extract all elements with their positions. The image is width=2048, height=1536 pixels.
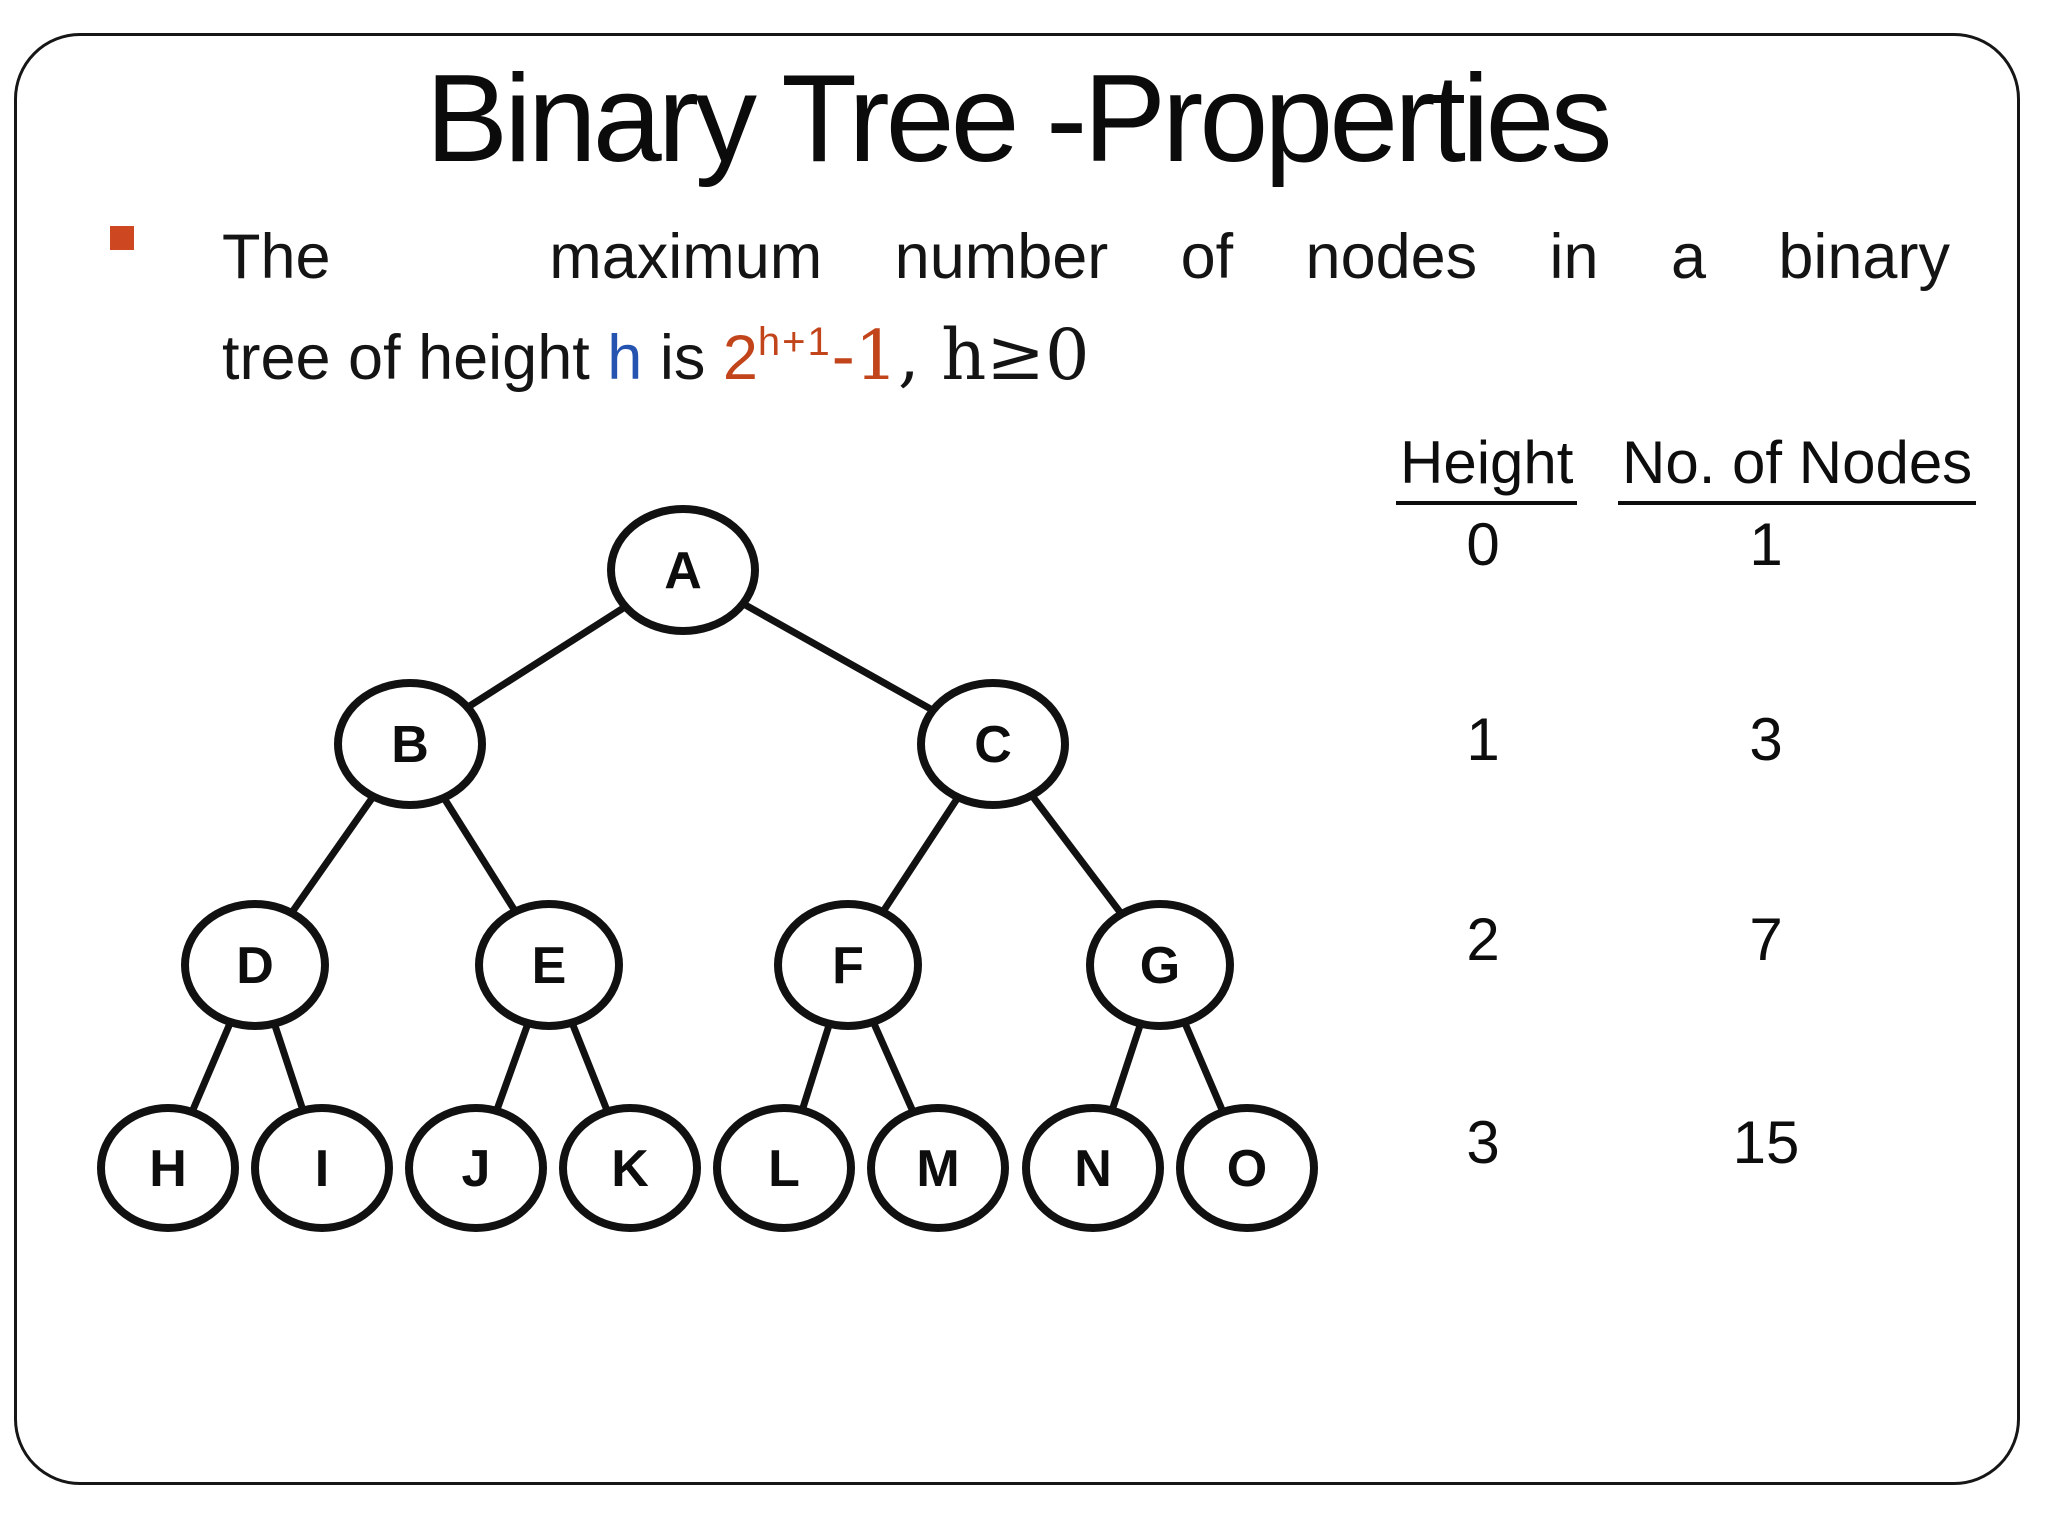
- bullet-paragraph: The maximum number of nodes in a binary …: [222, 208, 1950, 415]
- word: The: [222, 222, 331, 292]
- tree-node-k: K: [559, 1104, 701, 1232]
- tree-node-n: N: [1022, 1104, 1164, 1232]
- tree-node-label-g: G: [1140, 937, 1180, 995]
- tree-node-label-n: N: [1074, 1140, 1112, 1198]
- tree-node-label-o: O: [1227, 1140, 1267, 1198]
- tree-node-label-m: M: [916, 1140, 959, 1198]
- table-cell-nodes-3: 3: [1749, 706, 1783, 773]
- tree-node-circle-i: [251, 1104, 393, 1232]
- table-cell-nodes-7: 7: [1749, 906, 1783, 973]
- tree-node-j: J: [405, 1104, 547, 1232]
- bullet-marker-icon: [110, 226, 134, 250]
- tree-node-b: B: [334, 679, 486, 809]
- table-header-height: Height: [1396, 428, 1578, 505]
- word: of: [1180, 222, 1234, 292]
- tree-node-circle-j: [405, 1104, 547, 1232]
- tree-node-label-c: C: [974, 716, 1012, 774]
- table-cell-nodes-1: 1: [1749, 511, 1783, 578]
- tree-node-label-f: F: [832, 937, 864, 995]
- tree-node-label-h: H: [149, 1140, 187, 1198]
- tree-node-label-d: D: [236, 937, 274, 995]
- tree-node-l: L: [713, 1104, 855, 1232]
- formula-base: 2: [722, 323, 758, 393]
- slide-title: Binary Tree -Properties: [425, 50, 1613, 188]
- table-header-no-of-nodes: No. of Nodes: [1618, 428, 1977, 505]
- table-cell-height-0: 0: [1466, 511, 1500, 578]
- table-cell-height-1: 1: [1466, 706, 1500, 773]
- word: nodes: [1305, 222, 1478, 292]
- word: a: [1670, 222, 1706, 292]
- tree-node-c: C: [917, 679, 1069, 809]
- tree-node-circle-g: [1086, 900, 1234, 1030]
- tree-node-circle-c: [917, 679, 1069, 809]
- tree-node-f: F: [774, 900, 922, 1030]
- tree-node-i: I: [251, 1104, 393, 1232]
- tree-node-circle-a: [607, 505, 759, 635]
- tree-node-circle-n: [1022, 1104, 1164, 1232]
- justify-spacer: [403, 277, 477, 278]
- formula-comma: ,: [897, 317, 942, 396]
- tree-node-g: G: [1086, 900, 1234, 1030]
- tree-node-label-i: I: [315, 1140, 329, 1198]
- word: in: [1549, 222, 1599, 292]
- tree-node-circle-d: [181, 900, 329, 1030]
- formula-condition: h≥0: [941, 314, 1090, 396]
- tree-node-circle-h: [97, 1104, 239, 1232]
- tree-node-circle-b: [334, 679, 486, 809]
- tree-node-label-e: E: [532, 937, 567, 995]
- tree-node-circle-m: [867, 1104, 1009, 1232]
- word: number: [894, 222, 1109, 292]
- tree-node-o: O: [1176, 1104, 1318, 1232]
- tree-node-circle-e: [475, 900, 623, 1030]
- formula-is: is: [642, 323, 723, 393]
- tree-node-e: E: [475, 900, 623, 1030]
- word: maximum: [549, 222, 823, 292]
- tree-node-label-k: K: [611, 1140, 649, 1198]
- tree-node-circle-o: [1176, 1104, 1318, 1232]
- formula-prefix: tree of height: [222, 323, 608, 393]
- height-variable: h: [607, 323, 643, 393]
- tree-node-circle-k: [559, 1104, 701, 1232]
- tree-node-label-l: L: [768, 1140, 800, 1198]
- tree-node-label-b: B: [391, 716, 429, 774]
- formula-exponent: h+1: [757, 320, 832, 364]
- tree-node-a: A: [607, 505, 759, 635]
- table-cell-height-2: 2: [1466, 906, 1500, 973]
- tree-node-circle-l: [713, 1104, 855, 1232]
- bullet-line-2: tree of height h is 2h+1-1, h≥0: [222, 306, 1950, 415]
- tree-node-circle-f: [774, 900, 922, 1030]
- formula-minus-one: -1: [831, 317, 898, 396]
- tree-node-d: D: [181, 900, 329, 1030]
- word: binary: [1778, 222, 1950, 292]
- table-cell-nodes-15: 15: [1732, 1109, 1800, 1176]
- bullet-line-1: The maximum number of nodes in a binary: [222, 208, 1950, 306]
- tree-node-m: M: [867, 1104, 1009, 1232]
- tree-node-label-j: J: [462, 1140, 491, 1198]
- tree-node-h: H: [97, 1104, 239, 1232]
- table-cell-height-3: 3: [1466, 1109, 1500, 1176]
- tree-node-label-a: A: [664, 542, 702, 600]
